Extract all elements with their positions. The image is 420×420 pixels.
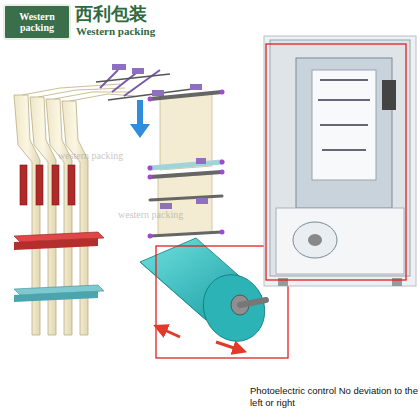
machine-photo [264, 36, 416, 286]
brand-name: Western packing [76, 25, 155, 37]
film-roll [140, 238, 276, 351]
horizontal-seal-bar [14, 232, 104, 250]
caption-note: Photoelectric control No deviation to th… [250, 385, 420, 409]
brand-name: 西利包装 [75, 2, 147, 26]
watermark: western packing [118, 209, 183, 220]
adjust-arrow [160, 328, 180, 337]
film-direction-arrow [137, 100, 143, 126]
watermark: western packing [58, 150, 123, 161]
logo-text: Western packing [5, 11, 69, 33]
adjust-arrow [216, 342, 240, 350]
logo-box: Western packing [3, 4, 71, 40]
vertical-seal-jaws [20, 165, 75, 205]
cutter-bar [14, 285, 104, 302]
